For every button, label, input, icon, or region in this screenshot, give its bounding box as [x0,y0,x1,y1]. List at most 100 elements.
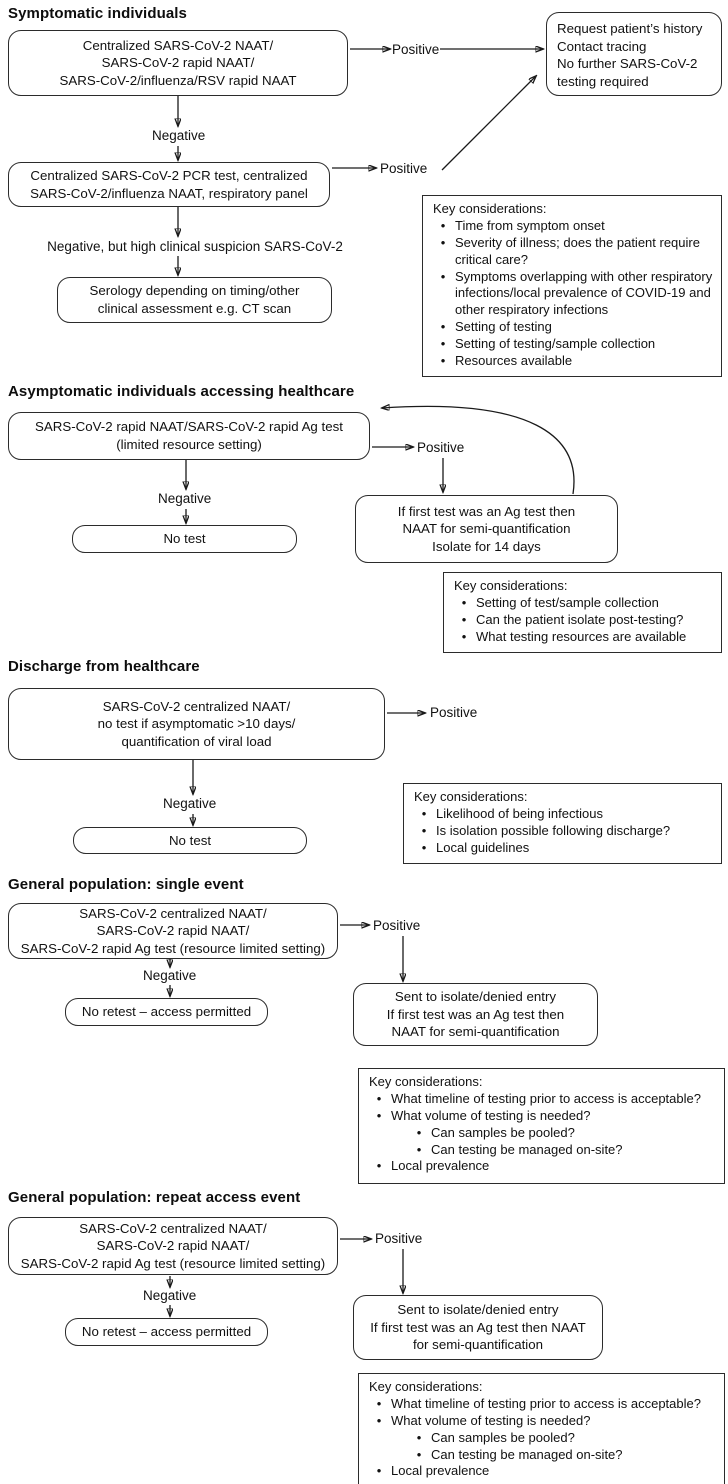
label-positive-1: Positive [392,42,440,57]
flow-box-symptomatic-test-2: Centralized SARS-CoV-2 PCR test, central… [8,162,330,207]
key-consideration-item: • What volume of testing is needed? [367,1108,718,1125]
bullet-icon: • [376,1107,382,1123]
label-negative-1: Negative [152,128,206,143]
bullet-icon: • [421,805,427,821]
bullet-icon: • [376,1395,382,1411]
key-consideration-subitem: • Can samples be pooled? [407,1430,718,1447]
flow-box-symptomatic-test-1: Centralized SARS-CoV-2 NAAT/ SARS-CoV-2 … [8,30,348,96]
bullet-icon: • [421,839,427,855]
label-positive-asymptomatic: Positive [417,440,465,455]
arrow-sym-positive2-outcome [441,76,536,171]
label-positive-single: Positive [373,918,421,933]
flow-box-single-no-retest: No retest – access permitted [65,998,268,1026]
flow-box-repeat-test: SARS-CoV-2 centralized NAAT/ SARS-CoV-2 … [8,1217,338,1275]
flow-box-repeat-no-retest: No retest – access permitted [65,1318,268,1346]
key-considerations-title: Key considerations: [369,1074,483,1089]
flow-box-discharge-no-test: No test [73,827,307,854]
label-positive-2: Positive [380,161,428,176]
label-positive-repeat: Positive [375,1231,423,1246]
flow-box-asymptomatic-no-test: No test [72,525,297,553]
key-consideration-item: • Likelihood of being infectious [412,806,715,823]
key-considerations-title: Key considerations: [414,789,528,804]
bullet-icon: • [376,1463,382,1479]
bullet-icon: • [461,628,467,644]
key-consideration-item: • Local prevalence [367,1463,718,1480]
key-consideration-subitem: • Can testing be managed on-site? [407,1142,718,1159]
flow-box-text: Centralized SARS-CoV-2 NAAT/ SARS-CoV-2 … [59,37,297,88]
bullet-icon: • [440,319,446,335]
key-consideration-item: • Symptoms overlapping with other respir… [431,269,715,320]
bullet-icon: • [440,336,446,352]
flow-box-text: No test [168,832,212,848]
key-considerations-title: Key considerations: [433,201,547,216]
key-consideration-item: • Local prevalence [367,1158,718,1175]
key-consideration-item: • Severity of illness; does the patient … [431,235,715,269]
bullet-icon: • [421,822,427,838]
key-considerations-single: Key considerations: • What timeline of t… [358,1068,725,1184]
flow-box-single-test: SARS-CoV-2 centralized NAAT/ SARS-CoV-2 … [8,903,338,959]
key-consideration-item: • Resources available [431,353,715,370]
flow-box-text: SARS-CoV-2 centralized NAAT/ no test if … [97,698,296,749]
flow-box-text: Sent to isolate/denied entry If first te… [386,989,565,1040]
key-consideration-item: • What testing resources are available [452,629,715,646]
flow-box-text: SARS-CoV-2 centralized NAAT/ SARS-CoV-2 … [20,1220,326,1271]
key-consideration-item: • Is isolation possible following discha… [412,823,715,840]
label-negative-discharge: Negative [163,796,217,811]
key-consideration-item: • What timeline of testing prior to acce… [367,1396,718,1413]
flow-box-asymptomatic-action: If first test was an Ag test then NAAT f… [355,495,618,563]
bullet-icon: • [416,1124,422,1140]
key-consideration-item: • Setting of testing/sample collection [431,336,715,353]
key-consideration-subitem: • Can testing be managed on-site? [407,1447,718,1464]
flow-box-text: SARS-CoV-2 centralized NAAT/ SARS-CoV-2 … [20,905,326,956]
section-title-symptomatic: Symptomatic individuals [8,5,188,22]
flow-box-text: Request patient’s history Contact tracin… [557,21,703,89]
flow-box-text: No retest – access permitted [81,1004,252,1020]
flow-box-serology: Serology depending on timing/other clini… [57,277,332,323]
label-negative-repeat: Negative [143,1288,197,1303]
key-consideration-item: • Local guidelines [412,840,715,857]
flow-box-text: Sent to isolate/denied entry If first te… [370,1302,586,1353]
key-considerations-discharge: Key considerations: • Likelihood of bein… [403,783,722,864]
label-negative-single: Negative [143,968,197,983]
flow-box-text: If first test was an Ag test then NAAT f… [397,503,576,554]
key-consideration-item: • Time from symptom onset [431,218,715,235]
key-considerations-title: Key considerations: [454,578,568,593]
flow-box-symptomatic-outcome: Request patient’s history Contact tracin… [546,12,722,96]
key-consideration-item: • What timeline of testing prior to acce… [367,1091,718,1108]
bullet-icon: • [416,1141,422,1157]
key-considerations-symptomatic: Key considerations: • Time from symptom … [422,195,722,377]
label-negative-asymptomatic: Negative [158,491,212,506]
flow-box-asymptomatic-test: SARS-CoV-2 rapid NAAT/SARS-CoV-2 rapid A… [8,412,370,460]
key-considerations-title: Key considerations: [369,1379,483,1394]
label-positive-discharge: Positive [430,705,478,720]
section-title-asymptomatic: Asymptomatic individuals accessing healt… [8,383,355,400]
flow-box-text: Centralized SARS-CoV-2 PCR test, central… [30,167,308,201]
bullet-icon: • [376,1412,382,1428]
bullet-icon: • [440,217,446,233]
label-negative-high-suspicion: Negative, but high clinical suspicion SA… [47,239,343,254]
bullet-icon: • [376,1158,382,1174]
bullet-icon: • [461,594,467,610]
bullet-icon: • [440,353,446,369]
flow-box-text: No retest – access permitted [81,1324,252,1340]
arrow-asym-action-back-to-test [382,406,575,495]
bullet-icon: • [440,234,446,250]
section-title-single-event: General population: single event [8,876,244,893]
flow-box-repeat-action: Sent to isolate/denied entry If first te… [353,1295,603,1360]
key-consideration-subitem: • Can samples be pooled? [407,1125,718,1142]
key-consideration-item: • Setting of testing [431,319,715,336]
bullet-icon: • [461,611,467,627]
key-consideration-item: • Can the patient isolate post-testing? [452,612,715,629]
flow-box-text: SARS-CoV-2 rapid NAAT/SARS-CoV-2 rapid A… [35,419,343,452]
bullet-icon: • [376,1090,382,1106]
bullet-icon: • [416,1429,422,1445]
key-consideration-item: • What volume of testing is needed? [367,1413,718,1430]
bullet-icon: • [416,1446,422,1462]
section-title-repeat-event: General population: repeat access event [8,1189,301,1206]
key-considerations-repeat: Key considerations: • What timeline of t… [358,1373,725,1484]
flow-box-text: No test [163,531,206,547]
section-title-discharge: Discharge from healthcare [8,658,200,675]
bullet-icon: • [440,268,446,284]
